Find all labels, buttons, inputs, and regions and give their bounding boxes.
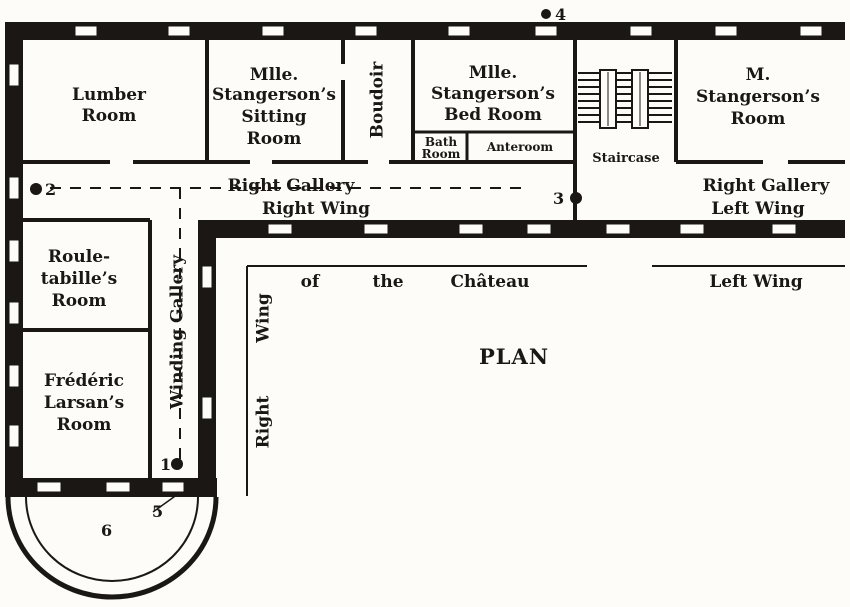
window: [799, 25, 823, 37]
sitting-room-label-2: Stangerson’s: [212, 85, 336, 105]
staircase-label: Staircase: [592, 151, 660, 166]
window: [8, 301, 20, 325]
window: [605, 223, 631, 235]
window: [201, 396, 213, 420]
bath-room-label-2: Room: [422, 147, 461, 161]
marker-3-label: 3: [553, 189, 564, 208]
bed-room-label-3: Bed Room: [444, 105, 542, 125]
wing-chateau-label: Château: [451, 272, 530, 292]
marker-4-label: 4: [555, 5, 566, 24]
window: [771, 223, 797, 235]
bed-room-label-1: Mlle.: [469, 63, 517, 83]
bath-room-label-1: Bath: [425, 135, 457, 149]
rouletabille-room-label-2: tabille’s: [41, 269, 117, 289]
window: [261, 25, 285, 37]
plan-title: PLAN: [479, 344, 549, 369]
marker-1-label: 1: [160, 455, 171, 474]
window: [714, 25, 738, 37]
sitting-room-label-3: Sitting: [241, 107, 306, 127]
m-stangerson-room-label-2: Stangerson’s: [696, 87, 820, 107]
m-stangerson-room-label-1: M.: [746, 65, 771, 85]
marker-2-dot: [30, 183, 42, 195]
window: [458, 223, 484, 235]
left-wing-label: Left Wing: [709, 272, 802, 292]
marker-4-dot: [541, 9, 551, 19]
markers: [30, 9, 582, 470]
east-wall-winding: [198, 220, 216, 497]
lumber-room-label-2: Room: [82, 106, 137, 126]
interior-walls: [21, 40, 845, 478]
window: [267, 223, 293, 235]
boudoir-label: Boudoir: [368, 61, 388, 139]
right-gallery-right-wing-label-2: Right Wing: [262, 199, 370, 219]
windows: [8, 25, 823, 493]
m-stangerson-room-label-3: Room: [731, 109, 786, 129]
window: [167, 25, 191, 37]
wing-the-label: the: [372, 272, 403, 292]
rouletabille-room-label-1: Roule-: [48, 247, 110, 267]
window: [526, 223, 552, 235]
larsan-room-label-2: Larsan’s: [44, 393, 124, 413]
larsan-room-label-3: Room: [57, 415, 112, 435]
right-gallery-left-wing-label-2: Left Wing: [711, 199, 804, 219]
window: [679, 223, 705, 235]
wing-of-label: of: [301, 272, 321, 292]
sitting-room-label-4: Room: [247, 129, 302, 149]
window: [105, 481, 131, 493]
sitting-room-label-1: Mlle.: [250, 65, 298, 85]
right-gallery-right-wing-label-1: Right Gallery: [228, 176, 356, 196]
wing-lines: [246, 265, 845, 496]
window: [8, 424, 20, 448]
staircase-steps: [578, 69, 672, 129]
anteroom-label: Anteroom: [486, 140, 554, 154]
vertical-right-label: Right: [254, 396, 274, 449]
marker-6-label: 6: [101, 521, 112, 540]
window: [629, 25, 653, 37]
door-5: [161, 481, 185, 493]
route: [50, 187, 530, 460]
window: [8, 176, 20, 200]
window: [447, 25, 471, 37]
vertical-wing-label: Wing: [254, 293, 274, 344]
door-5-swing: [152, 493, 179, 513]
rouletabille-room-label-3: Room: [52, 291, 107, 311]
marker-3-dot: [570, 192, 582, 204]
window: [8, 364, 20, 388]
window: [363, 223, 389, 235]
window: [74, 25, 98, 37]
larsan-room-label-1: Frédéric: [44, 371, 124, 391]
window: [201, 265, 213, 289]
south-wall-gallery: [198, 220, 845, 238]
rotunda: [5, 493, 219, 600]
marker-5-label: 5: [152, 502, 163, 521]
window: [354, 25, 378, 37]
winding-gallery-label: Winding Gallery: [168, 254, 188, 410]
window: [534, 25, 558, 37]
window: [8, 63, 20, 87]
window: [8, 239, 20, 263]
window: [36, 481, 62, 493]
marker-1-dot: [171, 458, 183, 470]
lumber-room-label-1: Lumber: [72, 85, 147, 105]
bed-room-label-2: Stangerson’s: [431, 84, 555, 104]
right-gallery-left-wing-label-1: Right Gallery: [703, 176, 831, 196]
marker-2-label: 2: [45, 180, 56, 199]
